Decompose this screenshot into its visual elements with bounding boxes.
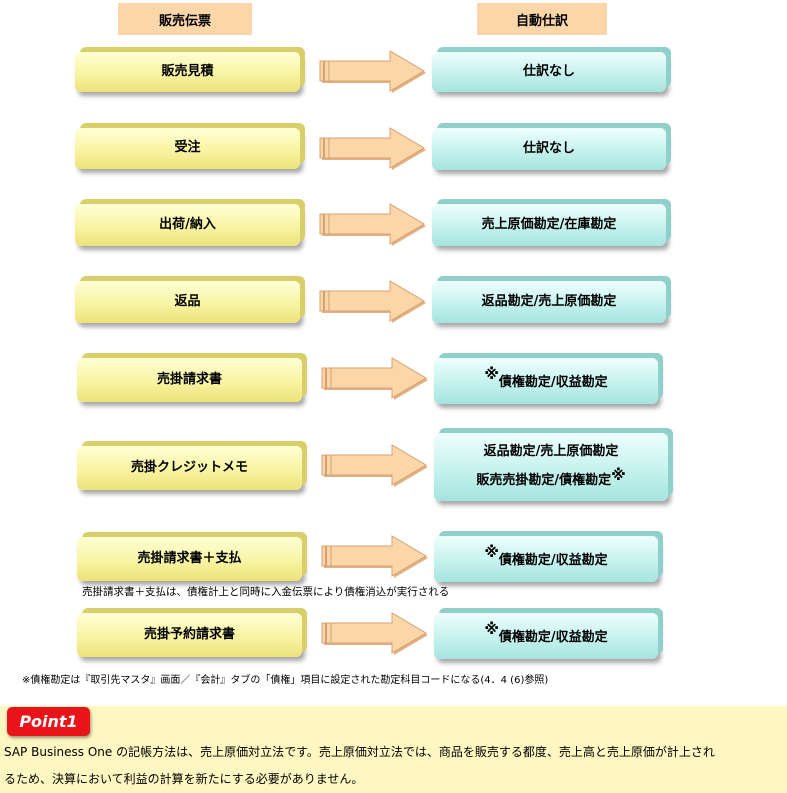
- source-box-ar-invoice-payment: 売掛請求書＋支払: [77, 537, 302, 581]
- arrow-right-icon: [321, 535, 428, 578]
- arrow-right-icon: [321, 357, 428, 400]
- footnote-mark: ※: [484, 364, 499, 383]
- source-box-ar-reserve-invoice: 売掛予約請求書: [77, 613, 302, 657]
- source-box-ar-credit-memo: 売掛クレジットメモ: [77, 446, 302, 490]
- arrow-right-icon: [319, 280, 426, 323]
- target-box-no-journal: 仕訳なし: [432, 52, 666, 92]
- footnote-mark: ※: [484, 619, 499, 638]
- target-box-receivable-revenue: ※債権勘定/収益勘定: [434, 536, 658, 582]
- point-text-line-1: SAP Business One の記帳方法は、売上原価対立法です。売上原価対立…: [4, 745, 715, 759]
- footnote-mark: ※: [484, 542, 499, 561]
- target-box-no-journal: 仕訳なし: [432, 128, 666, 170]
- source-box-returns: 返品: [75, 281, 300, 323]
- footnote-receivable-account: ※債権勘定は『取引先マスタ』画面／『会計』タブの「債権」項目に設定された勘定科目…: [22, 675, 549, 686]
- point-badge: Point1: [7, 707, 90, 736]
- source-label: 売掛クレジットメモ: [130, 459, 248, 475]
- target-line-1: 売上原価勘定/在庫勘定: [481, 216, 617, 232]
- source-label: 販売見積: [161, 63, 214, 79]
- target-box-cogs-inventory: 売上原価勘定/在庫勘定: [432, 204, 666, 246]
- arrow-right-icon: [319, 203, 426, 246]
- target-line-1: 債権勘定/収益勘定: [498, 629, 608, 645]
- source-label: 売掛請求書＋支払: [137, 550, 242, 566]
- arrow-right-icon: [319, 50, 426, 93]
- target-line-1: 仕訳なし: [522, 140, 575, 156]
- source-box-ar-invoice: 売掛請求書: [77, 358, 302, 402]
- target-line-1: 返品勘定/売上原価勘定: [483, 444, 619, 460]
- arrow-right-icon: [321, 612, 428, 655]
- target-line-1: 債権勘定/収益勘定: [498, 552, 608, 568]
- point-text-line-2: るため、決算において利益の計算を新たにする必要がありません。: [4, 772, 364, 786]
- target-box-credit-memo-entries: 返品勘定/売上原価勘定 販売売掛勘定/債権勘定※: [434, 433, 668, 501]
- point-section: [0, 706, 787, 793]
- source-label: 受注: [174, 140, 201, 156]
- target-line-2: 販売売掛勘定/債権勘定: [476, 473, 612, 488]
- source-label: 売掛予約請求書: [143, 626, 235, 642]
- source-label: 出荷/納入: [159, 216, 216, 232]
- source-box-sales-quote: 販売見積: [75, 52, 300, 92]
- source-label: 売掛請求書: [156, 371, 222, 387]
- target-box-receivable-revenue: ※債権勘定/収益勘定: [434, 613, 658, 659]
- source-box-delivery: 出荷/納入: [75, 204, 300, 246]
- source-box-sales-order: 受注: [75, 128, 300, 169]
- footnote-mark: ※: [611, 466, 626, 484]
- source-label: 返品: [174, 293, 201, 309]
- payment-note: 売掛請求書＋支払は、債権計上と同時に入金伝票により債権消込が実行される: [82, 586, 450, 598]
- target-box-receivable-revenue: ※債権勘定/収益勘定: [434, 358, 658, 404]
- target-box-returns-cogs: 返品勘定/売上原価勘定: [432, 281, 666, 323]
- header-sales-documents: 販売伝票: [118, 3, 252, 35]
- target-line-1: 仕訳なし: [522, 63, 575, 79]
- header-auto-journal: 自動仕訳: [477, 3, 607, 35]
- arrow-right-icon: [321, 444, 428, 487]
- arrow-right-icon: [319, 127, 426, 170]
- target-line-1: 返品勘定/売上原価勘定: [481, 293, 617, 309]
- target-line-1: 債権勘定/収益勘定: [498, 374, 608, 390]
